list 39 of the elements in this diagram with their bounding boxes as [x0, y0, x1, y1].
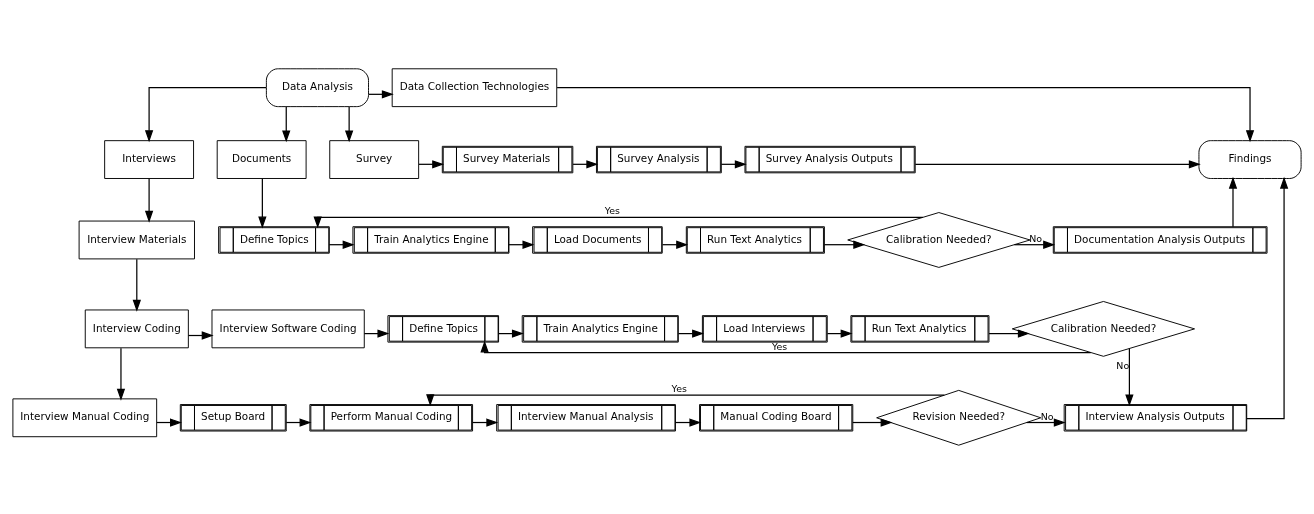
arrow — [282, 106, 291, 143]
arrow — [132, 258, 141, 312]
arrow — [988, 329, 1030, 338]
arrow — [556, 87, 1255, 143]
arrow — [1246, 176, 1289, 420]
arrow — [823, 240, 866, 249]
node-box: Interview Software Coding — [211, 309, 365, 349]
node-box: Interview Coding — [84, 309, 189, 349]
node-box: Data Analysis — [265, 68, 369, 108]
arrow — [426, 394, 945, 407]
edge-label: Yes — [604, 205, 620, 217]
arrow — [144, 178, 154, 223]
node-diamond: Revision Needed? — [876, 389, 1042, 446]
arrow — [344, 106, 354, 143]
edge-label: No — [1029, 232, 1043, 244]
edge-label: No — [1116, 359, 1130, 371]
edge-label: Yes — [772, 340, 788, 352]
arrow — [313, 216, 924, 229]
edge-label: Yes — [671, 383, 687, 395]
node-box: Interview Manual Coding — [12, 398, 158, 438]
arrow — [914, 160, 1201, 169]
node-diamond: Calibration Needed? — [1011, 300, 1196, 357]
arrow — [116, 347, 126, 401]
arrow — [1125, 348, 1134, 407]
arrow — [1013, 240, 1056, 249]
arrow — [852, 418, 893, 427]
node-box: Interview Materials — [78, 220, 195, 260]
arrow — [258, 178, 267, 229]
arrow — [480, 340, 1092, 354]
node-diamond: Calibration Needed? — [847, 212, 1031, 268]
node-box: Survey — [329, 140, 420, 179]
edge-label: No — [1040, 410, 1054, 422]
node-box: Findings — [1198, 140, 1302, 179]
node-box: Interviews — [104, 140, 195, 179]
arrow — [1026, 418, 1066, 427]
node-box: Data Collection Technologies — [391, 68, 558, 108]
arrow — [1228, 176, 1238, 228]
arrow — [144, 87, 267, 143]
node-box: Documents — [216, 140, 307, 179]
